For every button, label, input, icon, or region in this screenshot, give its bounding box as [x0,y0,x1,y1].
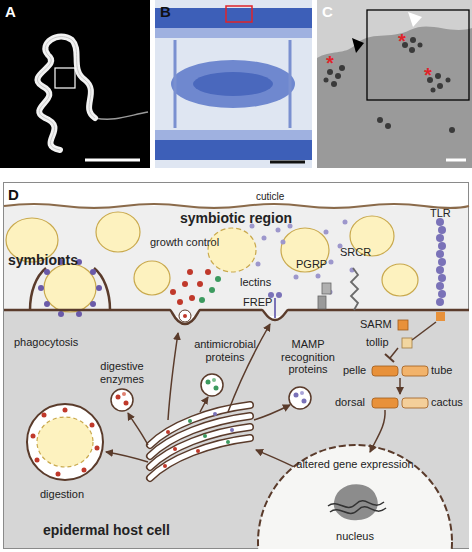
asterisk-mark: * [326,52,334,75]
nucleus-note: altered gene expression [285,458,425,471]
histology-panel-b [155,0,312,168]
tem-panel-c [317,0,472,168]
region-heading: epidermal host cell [43,522,170,538]
part-label: phagocytosis [14,336,78,349]
asterisk-mark: * [424,64,432,87]
nucleus-circle: altered gene expression nucleus [255,442,455,549]
part-label: dorsal [335,396,365,409]
part-label: antimicrobial proteins [185,338,265,363]
part-label: digestive enzymes [92,360,152,385]
part-label: digestion [40,488,84,501]
part-label: FREP [243,296,272,309]
panel-letter: D [8,186,19,203]
part-label: SARM [360,318,392,331]
nucleus-label: nucleus [305,530,405,543]
part-label: PGRP [296,258,327,271]
panel-letter: A [5,3,16,20]
part-label: tollip [366,336,389,349]
part-label: TLR [430,207,451,220]
part-label: pelle [343,364,366,377]
part-label: cuticle [256,191,284,203]
panel-letter: C [322,3,333,20]
panel-letter: B [160,3,171,20]
part-label: MAMP recognition proteins [274,338,342,376]
part-label: cactus [431,396,463,409]
part-label: SRCR [340,246,371,259]
part-label: tube [431,364,452,377]
nucleus-shape [258,445,452,549]
part-label: lectins [240,276,271,289]
asterisk-mark: * [398,30,406,53]
photo-panel-a [0,0,150,168]
region-heading: symbiotic region [180,210,292,226]
part-label: symbionts [8,252,78,268]
part-label: growth control [150,236,219,249]
